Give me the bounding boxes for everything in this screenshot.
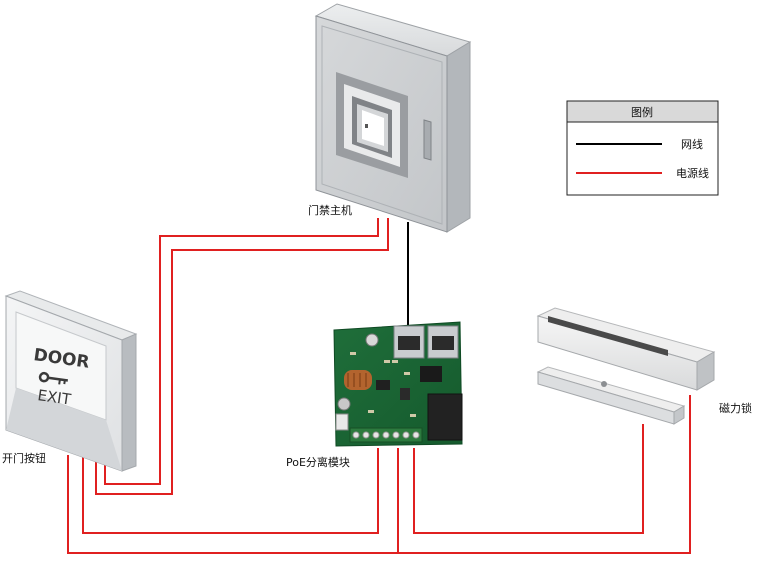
power-wires <box>67 218 691 554</box>
exit-button-label: 开门按钮 <box>2 451 46 465</box>
controller-cabinet-icon <box>314 3 472 233</box>
maglock-icon <box>536 307 716 425</box>
poe-module-label: PoE分离模块 <box>286 455 350 469</box>
legend: 图例 网线 电源线 <box>566 100 719 196</box>
power-wire-button-poe-1 <box>82 448 379 534</box>
power-wire-button-poe-2 <box>67 448 399 554</box>
exit-text: EXIT <box>36 386 72 409</box>
power-wire-poe-lock-1 <box>413 424 644 534</box>
controller-label: 门禁主机 <box>308 203 352 217</box>
power-wire-controller-button-2 <box>95 218 389 495</box>
poe-board-icon <box>333 321 463 447</box>
maglock-label: 磁力锁 <box>719 401 752 415</box>
legend-power-label: 电源线 <box>676 166 709 180</box>
legend-network-label: 网线 <box>681 137 703 151</box>
legend-header <box>566 100 719 123</box>
power-wire-controller-button-1 <box>104 218 379 485</box>
exit-button-icon: DOOR EXIT <box>4 290 138 472</box>
power-wire-poe-lock-2 <box>398 395 691 554</box>
key-icon <box>38 371 68 385</box>
legend-title: 图例 <box>631 105 653 119</box>
